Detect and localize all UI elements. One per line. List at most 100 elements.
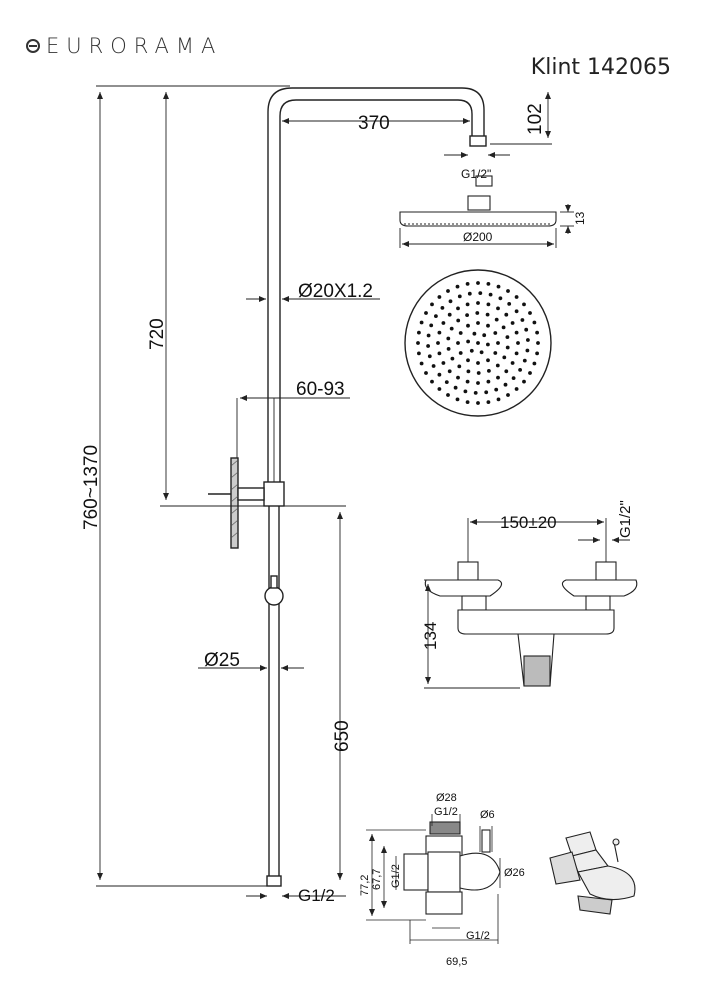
nozzle-dot bbox=[520, 318, 525, 322]
nozzle-dot bbox=[496, 375, 500, 380]
nozzle-dot bbox=[456, 306, 460, 311]
nozzle-dot bbox=[437, 330, 442, 335]
nozzle-dot bbox=[486, 323, 490, 328]
nozzle-dot bbox=[535, 330, 539, 335]
nozzle-dot bbox=[465, 400, 470, 404]
nozzle-dot bbox=[502, 355, 507, 360]
nozzle-dot bbox=[419, 320, 424, 325]
nozzle-dot bbox=[505, 345, 510, 350]
nozzle-dot bbox=[516, 341, 520, 345]
nozzle-dot bbox=[437, 372, 442, 377]
nozzle-dot bbox=[482, 333, 487, 338]
nozzle-dot bbox=[466, 358, 470, 363]
nozzle-dot bbox=[496, 397, 501, 402]
nozzle-dot bbox=[511, 376, 516, 380]
nozzle-dot bbox=[514, 295, 519, 299]
nozzle-dot bbox=[466, 339, 470, 344]
upper-height-label: 720 bbox=[147, 318, 168, 350]
nozzle-dot bbox=[446, 347, 451, 351]
nozzle-dot bbox=[485, 312, 490, 317]
nozzle-dot bbox=[427, 354, 432, 359]
nozzle-dot bbox=[419, 361, 424, 366]
mixer-dims bbox=[424, 518, 630, 689]
dimension-lines bbox=[96, 85, 552, 899]
nozzle-dot bbox=[448, 299, 453, 304]
nozzle-dot bbox=[446, 336, 451, 341]
nozzle-dot bbox=[434, 314, 438, 318]
nozzle-dot bbox=[514, 330, 519, 335]
nozzle-dot bbox=[535, 351, 539, 356]
pipe-section-label: Ø20X1.2 bbox=[298, 281, 373, 302]
nozzle-dot bbox=[514, 351, 519, 356]
nozzle-dot bbox=[447, 312, 452, 317]
nozzle-dot bbox=[528, 311, 532, 315]
nozzle-dot bbox=[430, 302, 434, 307]
diverter-height-inner-label: 67,7 bbox=[371, 869, 383, 890]
nozzle-dot bbox=[476, 301, 480, 305]
nozzle-dot bbox=[473, 391, 478, 395]
nozzle-dot bbox=[493, 351, 498, 355]
bottom-thread-label: G1/2 bbox=[298, 886, 335, 905]
nozzle-dot bbox=[496, 341, 500, 345]
shower-head-face bbox=[404, 269, 552, 417]
nozzle-dot bbox=[431, 364, 436, 368]
nozzle-dot bbox=[456, 318, 461, 323]
nozzle-dot bbox=[486, 282, 491, 286]
nozzle-dot bbox=[522, 358, 527, 363]
nozzle-dot bbox=[453, 385, 458, 390]
nozzle-dot bbox=[479, 350, 484, 355]
nozzle-dot bbox=[444, 380, 449, 384]
nozzle-dot bbox=[472, 331, 477, 336]
nozzle-dot bbox=[510, 321, 515, 325]
nozzle-dot bbox=[504, 312, 509, 317]
nozzle-dot bbox=[465, 313, 469, 317]
shower-head-side bbox=[399, 175, 557, 227]
nozzle-dot bbox=[476, 281, 480, 285]
nozzle-dot bbox=[456, 341, 460, 345]
arm-height-label: 102 bbox=[525, 103, 546, 135]
nozzle-dot bbox=[457, 294, 462, 299]
diverter-width-label: 69,5 bbox=[446, 956, 467, 968]
nozzle-dot bbox=[458, 331, 463, 335]
nozzle-dot bbox=[496, 306, 500, 311]
brand-name: EURORAMA bbox=[46, 34, 223, 58]
nozzle-dot bbox=[532, 320, 537, 325]
nozzle-dot bbox=[501, 325, 506, 330]
diverter-dims bbox=[366, 814, 501, 944]
nozzle-dot bbox=[476, 361, 480, 365]
nozzle-dot bbox=[440, 306, 445, 310]
nozzle-dot bbox=[417, 351, 421, 356]
nozzle-dot bbox=[522, 379, 526, 384]
diverter-bottom-thread-label: G1/2 bbox=[466, 930, 490, 942]
nozzle-dot bbox=[486, 342, 490, 347]
model-title: Klint 142065 bbox=[530, 55, 671, 80]
nozzle-dot bbox=[458, 351, 463, 355]
nozzle-dot bbox=[486, 358, 490, 363]
nozzle-dot bbox=[441, 321, 446, 325]
shower-head-dims bbox=[399, 204, 574, 248]
diverter-height-outer-label: 77,2 bbox=[359, 875, 371, 896]
nozzle-dot bbox=[536, 341, 540, 345]
diverter-section bbox=[403, 821, 501, 915]
nozzle-dot bbox=[447, 369, 452, 374]
nozzle-dot bbox=[466, 369, 471, 374]
nozzle-dot bbox=[455, 284, 460, 289]
nozzle-dot bbox=[476, 381, 480, 385]
thermostatic-mixer bbox=[424, 561, 638, 687]
nozzle-dot bbox=[488, 292, 493, 297]
diverter-top-thread-label: G1/2 bbox=[434, 806, 458, 818]
nozzle-dot bbox=[476, 401, 480, 405]
nozzle-dot bbox=[510, 361, 515, 365]
nozzle-dot bbox=[463, 389, 468, 394]
nozzle-dot bbox=[455, 397, 460, 402]
head-thread-label: G1/2" bbox=[461, 167, 491, 181]
nozzle-dot bbox=[504, 369, 509, 374]
arm-width-label: 370 bbox=[358, 113, 390, 134]
diverter-top-diameter-label: Ø28 bbox=[436, 792, 457, 804]
eurorama-logo-icon bbox=[26, 39, 40, 53]
nozzle-dot bbox=[465, 302, 470, 307]
valve-spacing-label: 150±20 bbox=[500, 513, 557, 532]
nozzle-dot bbox=[437, 387, 442, 391]
nozzle-dot bbox=[495, 363, 500, 368]
